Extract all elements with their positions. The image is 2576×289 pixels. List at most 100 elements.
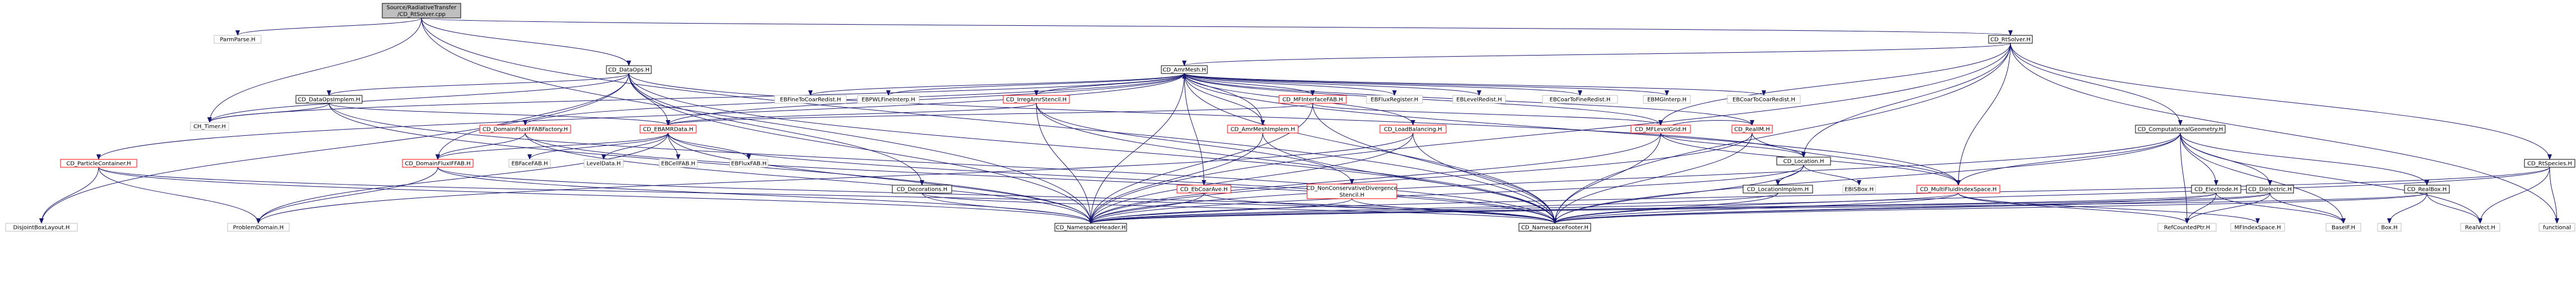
node-ebfinetocoarredist[interactable]: EBFineToCoarRedist.H: [774, 95, 847, 104]
edge-computationalgeometry-to-namespaceheader: [1088, 132, 2181, 224]
node-realbox[interactable]: CD_RealBox.H: [2404, 185, 2450, 194]
node-box: [295, 95, 363, 104]
edge-rtspecies-to-realvect: [2478, 167, 2550, 224]
node-ebamrdata[interactable]: CD_EBAMRData.H: [640, 125, 697, 134]
node-computationalgeometry[interactable]: CD_ComputationalGeometry.H: [2135, 125, 2226, 134]
node-box: [214, 35, 262, 44]
node-label: CD_Decorations.H: [897, 187, 947, 193]
node-loadbalancing[interactable]: CD_LoadBalancing.H: [1379, 125, 1447, 134]
edge-amrmesh-to-ebfluxregister: [1184, 73, 1397, 96]
node-rtsolver[interactable]: CD_RtSolver.H: [1988, 35, 2033, 44]
edge-computationalgeometry-to-realbox: [2180, 132, 2429, 186]
edge-mflevelgrid-to-namespaceheader: [1088, 132, 1661, 224]
node-label: CD_MFInterfaceFAB.H: [1282, 97, 1343, 103]
edge-mfinterfacefab-to-mflevelgrid: [1312, 103, 1663, 126]
node-particlecontainer[interactable]: CD_ParticleContainer.H: [60, 159, 137, 168]
node-ebisbox[interactable]: EBISBox.H: [1842, 185, 1876, 194]
node-box: [2246, 185, 2294, 194]
edge-root-to-rtsolver: [421, 17, 2012, 36]
node-namespacefooter[interactable]: CD_NamespaceFooter.H: [1518, 223, 1591, 232]
node-box: [1542, 95, 1618, 104]
node-eblevelredist[interactable]: EBLevelRedist.H: [1452, 95, 1506, 104]
node-label: EBCoarToFineRedist.H: [1550, 97, 1611, 103]
edge-root-to-namespaceheader: [421, 17, 1093, 224]
edge-multifluidindexspace-to-namespaceheader: [1088, 192, 1959, 224]
edge-root-to-parmparse: [235, 17, 422, 36]
node-mfinterfacefab[interactable]: CD_MFInterfaceFAB.H: [1278, 95, 1347, 104]
edge-amrmesh-to-irregamrstencil: [1034, 73, 1185, 96]
edge-computationalgeometry-to-refcountedptr: [2180, 132, 2189, 224]
edge-realim-to-namespaceheader: [1088, 132, 1753, 224]
node-label: MFIndexSpace.H: [2234, 225, 2281, 231]
node-box: [1306, 184, 1397, 199]
edge-location-to-namespaceheader: [1088, 164, 1804, 224]
node-cmtimer[interactable]: CH_Timer.H: [190, 122, 229, 131]
edge-particlecontainer-to-disjointboxlayout: [39, 167, 99, 224]
node-ebfluxregister[interactable]: EBFluxRegister.H: [1366, 95, 1423, 104]
node-functional[interactable]: functional: [2538, 223, 2575, 232]
node-leveldata[interactable]: LevelData.H: [583, 159, 624, 168]
node-realim[interactable]: CD_RealIM.H: [1731, 125, 1773, 134]
node-dataopsimplem[interactable]: CD_DataOpsImplem.H: [295, 95, 363, 104]
node-problemdomain[interactable]: ProblemDomain.H: [227, 223, 290, 232]
node-refcountedptr[interactable]: RefCountedPtr.H: [2157, 223, 2217, 232]
node-box: [382, 3, 461, 19]
node-multifluidindexspace[interactable]: CD_MultiFluidIndexSpace.H: [1916, 185, 2000, 194]
node-realvect[interactable]: RealVect.H: [2460, 223, 2500, 232]
node-locationimplem[interactable]: CD_LocationImplem.H: [1743, 185, 1813, 194]
edge-computationalgeometry-to-realvect: [2180, 132, 2482, 224]
node-dielectric[interactable]: CD_Dielectric.H: [2246, 185, 2294, 194]
node-label: ParmParse.H: [220, 37, 255, 43]
node-ebpwlfineinterp[interactable]: EBPWLFineInterp.H: [857, 95, 920, 104]
node-ebcoartofineredist[interactable]: EBCoarToFineRedist.H: [1542, 95, 1618, 104]
edge-amrmesh-to-eblevelredist: [1184, 73, 1481, 96]
edge-domainfluxiffabfactory-to-namespaceheader: [525, 132, 1093, 224]
edge-irregamrstencil-to-ebamrdata: [666, 103, 1037, 126]
node-ebcoarave[interactable]: CD_EbCoarAve.H: [1176, 185, 1231, 194]
node-label: CD_DataOps.H: [608, 67, 650, 74]
node-label: CD_MFLevelGrid.H: [1635, 127, 1687, 133]
node-box: [892, 185, 952, 194]
node-label: RefCountedPtr.H: [2164, 225, 2210, 231]
node-domainfluxiffab[interactable]: CD_DomainFluxIFFAB.H: [402, 159, 474, 168]
node-box[interactable]: Box.H: [2377, 223, 2402, 232]
node-location[interactable]: CD_Location.H: [1776, 157, 1831, 166]
node-baseif[interactable]: BaseIF.H: [2325, 223, 2361, 232]
node-label: CD_Dielectric.H: [2248, 187, 2292, 193]
node-label: CD_LocationImplem.H: [1747, 187, 1809, 193]
edge-mfinterfacefab-to-namespaceheader: [1088, 103, 1313, 224]
node-ebfacefab[interactable]: EBFaceFAB.H: [508, 159, 551, 168]
node-ebmginterp[interactable]: EBMGInterp.H: [1643, 95, 1691, 104]
edge-dataops-to-disjointboxlayout: [39, 73, 629, 224]
edge-rtsolver-to-mflevelgrid: [1658, 43, 2011, 126]
node-amrmesh[interactable]: CD_AmrMesh.H: [1161, 65, 1208, 74]
node-electrode[interactable]: CD_Electrode.H: [2191, 185, 2241, 194]
edge-amrmesh-to-ebfinetocoarredist: [808, 73, 1185, 96]
node-box: [1776, 157, 1831, 166]
node-decorations[interactable]: CD_Decorations.H: [892, 185, 952, 194]
node-ebcoartocoarredist[interactable]: EBCoarToCoarRedist.H: [1727, 95, 1801, 104]
node-disjointboxlayout[interactable]: DisjointBoxLayout.H: [5, 223, 78, 232]
node-label: Stencil.H: [1340, 192, 1365, 199]
node-dataops[interactable]: CD_DataOps.H: [606, 65, 652, 74]
node-box: [1161, 65, 1208, 74]
node-mfindexspace[interactable]: MFIndexSpace.H: [2230, 223, 2285, 232]
node-domainfluxiffabfactory[interactable]: CD_DomainFluxIFFABFactory.H: [479, 125, 571, 134]
node-amrmeshimplem[interactable]: CD_AmrMeshImplem.H: [1227, 125, 1299, 134]
node-ebcellfab[interactable]: EBCellFAB.H: [659, 159, 698, 168]
node-label: functional: [2543, 225, 2571, 231]
edge-rtsolver-to-functional: [2010, 43, 2559, 224]
edge-loadbalancing-to-problemdomain: [256, 132, 1414, 224]
edge-location-to-ebisbox: [1803, 164, 1861, 186]
node-ebfluxfab[interactable]: EBFluxFAB.H: [729, 159, 768, 168]
node-box: [2377, 223, 2402, 232]
node-namespaceheader[interactable]: CD_NamespaceHeader.H: [1054, 223, 1127, 232]
node-mflevelgrid[interactable]: CD_MFLevelGrid.H: [1630, 125, 1691, 134]
node-irregamrstencil[interactable]: CD_IrregAmrStencil.H: [1003, 95, 1070, 104]
node-box: [2230, 223, 2285, 232]
node-parmparse[interactable]: ParmParse.H: [214, 35, 262, 44]
node-label: CD_IrregAmrStencil.H: [1006, 97, 1067, 103]
edge-root-to-namespacefooter: [421, 17, 1557, 224]
node-rtspecies[interactable]: CD_RtSpecies.H: [2524, 159, 2575, 168]
